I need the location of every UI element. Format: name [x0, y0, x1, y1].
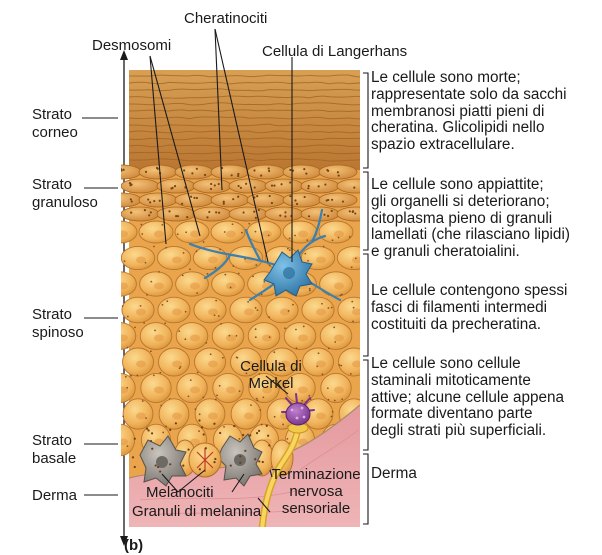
merkel-label-line1: Cellula di	[240, 358, 302, 375]
depth-arrow	[120, 50, 128, 546]
cheratinociti-label: Cheratinociti	[184, 10, 267, 27]
figure-tag: (b)	[124, 537, 143, 554]
desc-derma: Derma	[371, 466, 417, 483]
right-layer-brackets	[363, 73, 368, 524]
terminazione-label-line2: nervosa	[268, 483, 364, 500]
left-layer-brackets	[82, 118, 118, 495]
granuli-melanina-label: Granuli di melanina	[132, 503, 261, 520]
strato-corneo-label-1: Strato	[32, 106, 72, 123]
strato-corneo-label-2: corneo	[32, 124, 78, 141]
desc-strato-basale: Le cellule sono cellule staminali mitoti…	[371, 356, 564, 440]
desmosomi-label: Desmosomi	[92, 37, 171, 54]
merkel-label-line2: Merkel	[240, 375, 302, 392]
strato-granuloso-label-1: Strato	[32, 176, 72, 193]
terminazione-label-line1: Terminazione	[268, 466, 364, 483]
melanociti-label: Melanociti	[146, 484, 214, 501]
strato-spinoso-label-2: spinoso	[32, 324, 84, 341]
desc-strato-granuloso: Le cellule sono appiattite; gli organell…	[371, 177, 570, 261]
strato-spinoso-label-1: Strato	[32, 306, 72, 323]
langerhans-label: Cellula di Langerhans	[262, 43, 407, 60]
desc-strato-corneo: Le cellule sono morte; rappresentate sol…	[371, 70, 567, 154]
terminazione-label-line3: sensoriale	[268, 500, 364, 517]
derma-label-left: Derma	[32, 487, 77, 504]
strato-basale-label-1: Strato	[32, 432, 72, 449]
tissue-block	[103, 70, 375, 530]
stratum-corneum-layer	[129, 70, 360, 170]
strato-basale-label-2: basale	[32, 450, 76, 467]
desc-strato-spinoso: Le cellule contengono spessi fasci di fi…	[371, 283, 567, 333]
strato-granuloso-label-2: granuloso	[32, 194, 98, 211]
